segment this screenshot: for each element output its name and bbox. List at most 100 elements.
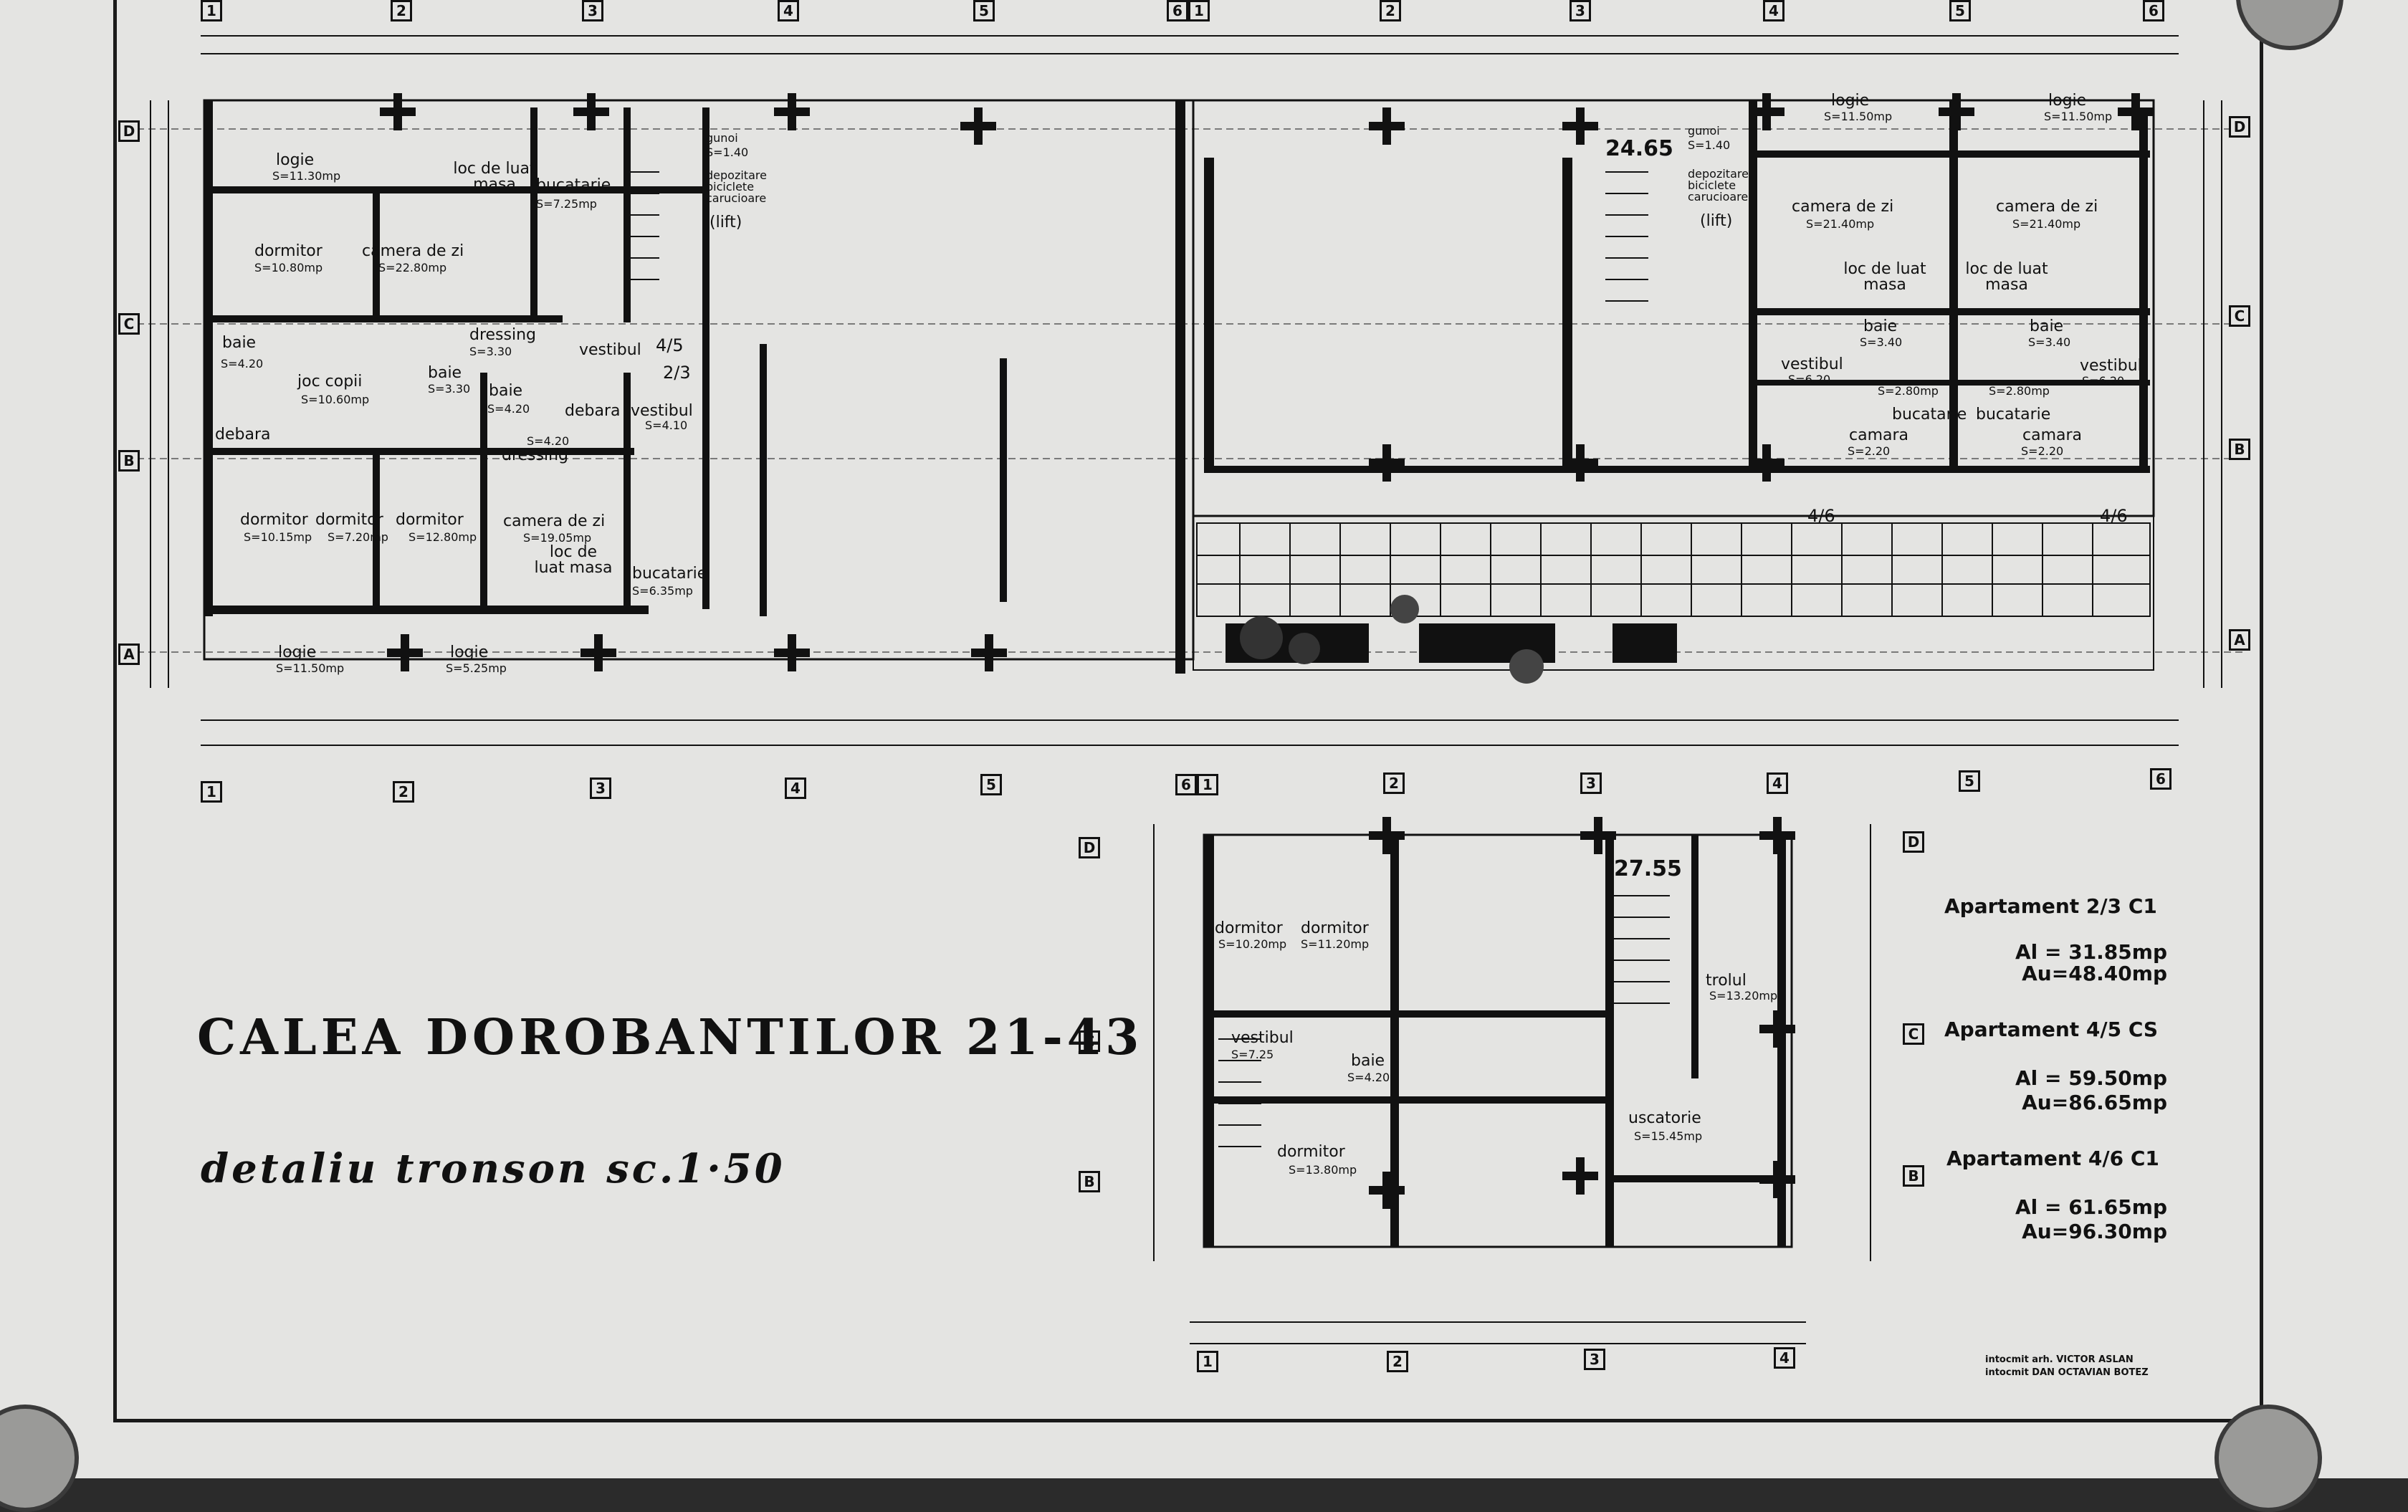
room-label: gunoi	[1688, 124, 1720, 138]
grid-marker: 2	[1380, 0, 1401, 21]
section-marker: 4/6	[2100, 506, 2128, 526]
grid-marker: B	[118, 450, 140, 472]
apartment-al: Al = 59.50mp	[2015, 1066, 2167, 1090]
grid-marker: C	[118, 313, 140, 335]
grid-marker: 4	[778, 0, 799, 21]
grid-marker: D	[1903, 831, 1924, 853]
upper-floor-plan	[125, 35, 2247, 746]
room-label: dormitor	[240, 511, 308, 529]
grid-marker: C	[1079, 1030, 1100, 1052]
room-label: camera de zi	[362, 242, 464, 260]
room-label: baie	[222, 334, 257, 352]
room-area: S=3.30	[428, 382, 471, 396]
room-area: S=21.40mp	[1806, 217, 1875, 231]
grid-marker: 3	[590, 777, 611, 799]
room-area: S=7.25mp	[536, 197, 597, 211]
room-label: debara	[565, 402, 621, 420]
room-area: S=11.50mp	[2044, 110, 2113, 123]
room-label: bucatarie	[632, 565, 707, 583]
room-area: S=5.25mp	[446, 661, 507, 675]
room-label: trolul	[1706, 972, 1747, 990]
grid-marker: 6	[2150, 768, 2172, 790]
grid-marker: 6	[1167, 0, 1188, 21]
room-area: S=4.20	[221, 357, 264, 370]
room-label: dormitor	[254, 242, 322, 260]
room-label: baie	[1351, 1052, 1385, 1070]
room-label: loc de luat masa	[534, 543, 613, 577]
room-label: baie	[1863, 317, 1898, 335]
level-label-upper: 24.65	[1605, 136, 1673, 161]
grid-marker: A	[118, 643, 140, 665]
room-area: S=3.40	[1860, 335, 1903, 349]
grid-marker: 4	[1767, 772, 1788, 794]
room-label: vestibul	[1231, 1029, 1294, 1047]
credit-line: intocmit arh. VICTOR ASLAN	[1985, 1354, 2134, 1365]
room-area: S=10.20mp	[1218, 937, 1287, 951]
grid-marker: 2	[393, 781, 414, 803]
grid-marker: 3	[1580, 772, 1602, 794]
room-label: bucatarie	[536, 176, 611, 194]
room-label: camara	[1849, 426, 1909, 444]
section-marker: 2/3	[663, 363, 691, 383]
room-area: S=7.20mp	[328, 530, 388, 544]
room-label: baie	[2030, 317, 2064, 335]
room-label: baie	[428, 364, 462, 382]
room-area: S=6.20	[2082, 374, 2125, 388]
room-area: S=12.80mp	[408, 530, 477, 544]
drawing-title: CALEA DOROBANTILOR 21-43	[197, 1009, 1144, 1066]
room-area: S=3.30	[469, 345, 512, 358]
apartment-au: Au=48.40mp	[2022, 962, 2167, 985]
room-label: logie	[278, 643, 317, 661]
grid-marker: 3	[582, 0, 603, 21]
room-label: dormitor	[1301, 919, 1369, 937]
room-area: S=15.45mp	[1634, 1129, 1703, 1143]
apartment-al: Al = 61.65mp	[2015, 1195, 2167, 1219]
room-area: S=11.50mp	[276, 661, 345, 675]
room-label: bucatarie	[1976, 406, 2051, 424]
grid-marker: 1	[1188, 0, 1210, 21]
room-label: dormitor	[1215, 919, 1283, 937]
room-area: S=10.60mp	[301, 393, 370, 406]
section-marker: 4/6	[1807, 506, 1835, 526]
apartment-title: Apartament 4/6 C1	[1946, 1147, 2159, 1170]
room-area: S=13.20mp	[1709, 989, 1778, 1003]
grid-marker: 1	[1197, 774, 1218, 795]
room-label: dormitor	[396, 511, 464, 529]
room-area: S=11.20mp	[1301, 937, 1370, 951]
room-label: (lift)	[710, 214, 742, 231]
room-label: loc de luat masa	[1965, 260, 2048, 294]
grid-marker: A	[2229, 629, 2250, 651]
grid-marker: 2	[391, 0, 412, 21]
room-label: vestibul	[579, 341, 641, 359]
room-area: S=6.20	[1788, 373, 1831, 386]
grid-marker: 1	[201, 0, 222, 21]
room-area: S=19.05mp	[523, 531, 592, 545]
grid-marker: 5	[1959, 770, 1980, 792]
room-label: uscatorie	[1628, 1109, 1701, 1127]
room-area: S=1.40	[706, 145, 749, 159]
grid-marker: 3	[1584, 1349, 1605, 1370]
grid-marker: 2	[1383, 772, 1405, 794]
grid-marker: 5	[973, 0, 995, 21]
room-area: S=2.80mp	[1878, 384, 1939, 398]
room-label: depozitare biciclete carucioare	[706, 168, 767, 205]
grid-marker: 6	[1175, 774, 1197, 795]
room-label: vestibul	[631, 402, 693, 420]
room-label: bucatarie	[1892, 406, 1967, 424]
room-label: (lift)	[1700, 212, 1733, 230]
apartment-au: Au=86.65mp	[2022, 1091, 2167, 1114]
grid-marker: 2	[1387, 1351, 1408, 1372]
room-area: S=21.40mp	[2012, 217, 2081, 231]
grid-marker: 4	[1774, 1347, 1795, 1369]
grid-marker: D	[118, 120, 140, 142]
room-area: S=10.15mp	[244, 530, 312, 544]
apartment-al: Al = 31.85mp	[2015, 940, 2167, 964]
grid-marker: B	[2229, 439, 2250, 460]
grid-marker: 1	[201, 781, 222, 803]
room-label: camara	[2022, 426, 2083, 444]
room-area: S=6.35mp	[632, 584, 693, 598]
apartment-title: Apartament 2/3 C1	[1944, 894, 2157, 918]
lower-floor-plan	[1153, 817, 1871, 1344]
level-label-lower: 27.55	[1614, 856, 1682, 881]
